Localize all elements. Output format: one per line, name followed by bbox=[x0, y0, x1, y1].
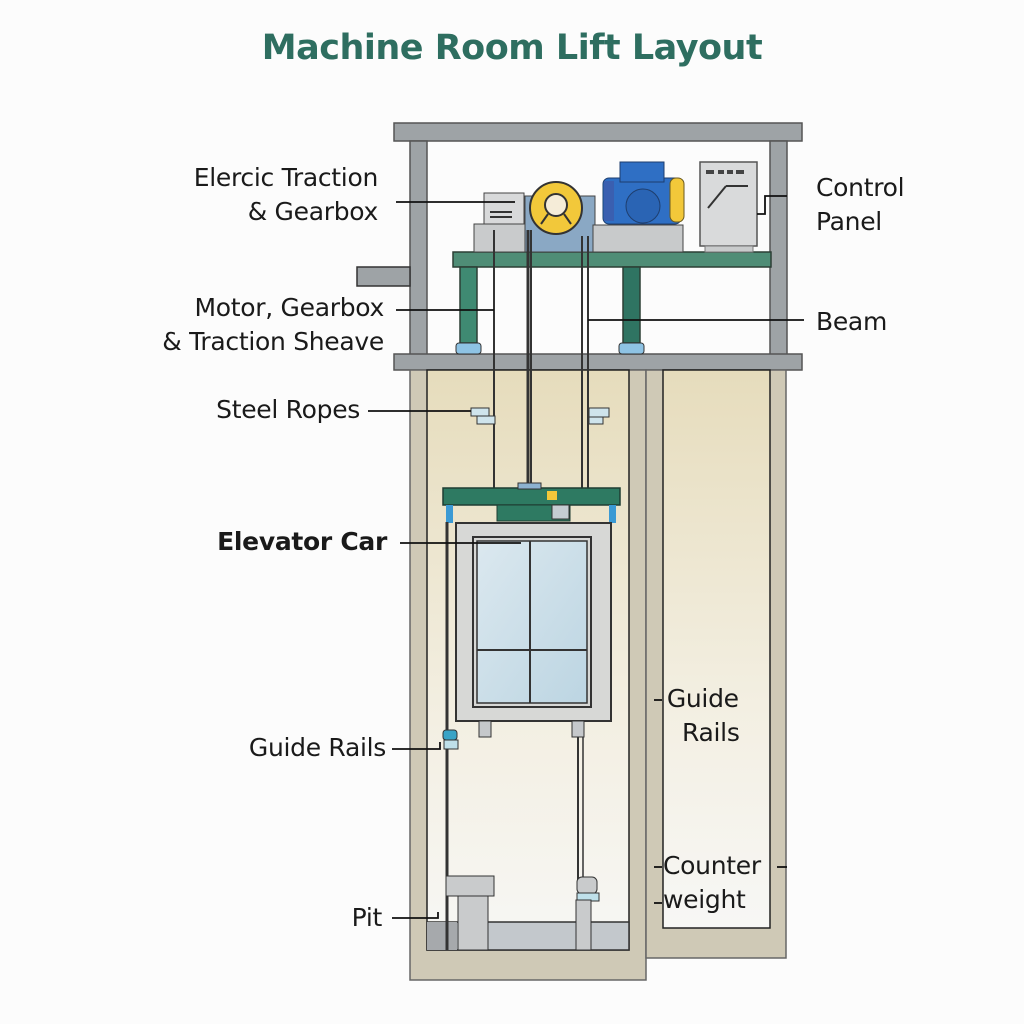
label-line: Control bbox=[816, 173, 905, 202]
label-counterweight: Counter weight bbox=[663, 849, 761, 917]
gearbox-housing bbox=[483, 192, 525, 225]
label-motor-gearbox: Motor, Gearbox & Traction Sheave bbox=[162, 291, 384, 359]
leader-lines bbox=[368, 195, 804, 919]
label-steel-ropes: Steel Ropes bbox=[216, 395, 360, 424]
label-pit: Pit bbox=[351, 903, 383, 932]
label-line: Rails bbox=[682, 718, 740, 747]
label-line: Motor, Gearbox bbox=[194, 293, 385, 322]
elevator-car bbox=[445, 522, 612, 950]
label-guide-rails-left: Guide Rails bbox=[248, 733, 386, 762]
diagram-title: Machine Room Lift Layout bbox=[261, 28, 763, 68]
label-elevator-car: Elevator Car bbox=[217, 527, 387, 556]
label-line: Guide bbox=[666, 684, 739, 713]
label-line: & Gearbox bbox=[247, 197, 379, 226]
floor-slab bbox=[393, 353, 803, 371]
shaft bbox=[409, 369, 787, 981]
car-door-glass bbox=[476, 540, 588, 704]
car-crosshead bbox=[442, 482, 621, 523]
counterweight-buffer bbox=[575, 899, 592, 951]
label-line: weight bbox=[663, 885, 746, 914]
guide-shoes bbox=[442, 729, 600, 951]
machine-room-frame bbox=[356, 122, 803, 371]
machine-platform bbox=[452, 251, 772, 355]
side-beam bbox=[356, 266, 411, 287]
label-control-panel: Control Panel bbox=[816, 171, 905, 239]
label-electric-traction: Elercic Traction & Gearbox bbox=[193, 161, 379, 229]
control-panel-cabinet bbox=[699, 161, 758, 253]
traction-machine bbox=[473, 161, 685, 253]
pit-floor bbox=[426, 921, 630, 951]
label-line: Elercic Traction bbox=[193, 163, 379, 192]
steel-ropes bbox=[493, 230, 589, 490]
pit-buffer bbox=[445, 875, 495, 897]
label-beam: Beam bbox=[816, 307, 888, 336]
label-line: & Traction Sheave bbox=[162, 327, 384, 356]
label-line: Counter bbox=[663, 851, 761, 880]
label-line: Panel bbox=[816, 207, 882, 236]
rope-clamps bbox=[470, 407, 610, 425]
label-guide-rails-right: Guide Rails bbox=[666, 682, 740, 750]
counterweight-hoistway bbox=[662, 369, 771, 929]
